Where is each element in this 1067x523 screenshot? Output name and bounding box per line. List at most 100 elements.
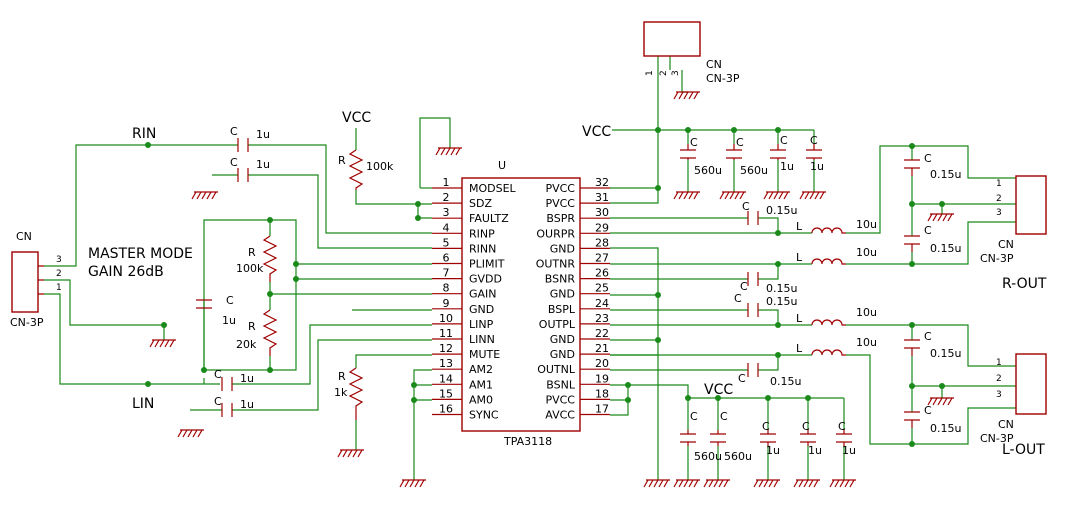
l2-value: 10u <box>856 246 877 259</box>
c-top1-ref: C <box>690 136 698 149</box>
cap-lin-value: 1u <box>240 372 254 385</box>
ground-symbols <box>149 91 954 488</box>
ic-pin-number: 1 <box>443 176 450 189</box>
l1-value: 10u <box>856 218 877 231</box>
ic-pin-name: SYNC <box>469 409 499 422</box>
cap-linn-value: 1u <box>240 398 254 411</box>
ic-body <box>461 177 581 432</box>
ground-icon <box>799 191 826 200</box>
ground-icon <box>673 91 700 100</box>
input-pin-2: 2 <box>56 269 62 279</box>
l4-value: 10u <box>856 336 877 349</box>
inductors <box>811 227 846 356</box>
l-out-connector <box>1015 353 1047 415</box>
ic-pin-name: AM2 <box>469 363 493 376</box>
mode-label-1: MASTER MODE <box>88 246 193 262</box>
ic-pin-number: 10 <box>439 312 453 325</box>
ic-pin-number: 28 <box>595 236 609 249</box>
ground-icon <box>673 191 700 200</box>
lout-type: CN-3P <box>980 432 1014 445</box>
lout-pin-3: 3 <box>996 390 1002 400</box>
ic-pin-name: GND <box>550 348 575 361</box>
ic-pin-number: 12 <box>439 342 453 355</box>
ic-pin-name: AM0 <box>469 393 493 406</box>
lout-ref: CN <box>998 418 1014 431</box>
cap-rin-value: 1u <box>256 128 270 141</box>
ic-pin-number: 31 <box>595 191 609 204</box>
input-pin-1: 1 <box>56 283 62 293</box>
ic-pin-number: 7 <box>443 267 450 280</box>
ic-pin-name: PLIMIT <box>469 258 505 271</box>
ground-icon <box>753 479 780 488</box>
ground-icon <box>829 479 856 488</box>
resistors <box>262 149 364 420</box>
cap-linn-ref: C <box>214 395 222 408</box>
power-connector <box>643 21 701 57</box>
ic-pin-number: 32 <box>595 176 609 189</box>
ic-pin-name: RINP <box>469 227 495 240</box>
ic-pin-name: PVCC <box>545 182 575 195</box>
ic-pin-number: 25 <box>595 282 609 295</box>
ic-pin-name: BSNL <box>546 378 576 391</box>
ic-pin-name: FAULTZ <box>469 212 509 225</box>
cf2-value: 0.15u <box>930 242 961 255</box>
lin-label: LIN <box>132 396 154 412</box>
c-bot1-value: 560u <box>694 450 722 463</box>
ic-pin-name: BSPR <box>546 212 575 225</box>
input-capacitors <box>196 138 249 417</box>
ground-icon <box>337 449 364 458</box>
ic-pin-name: GND <box>550 333 575 346</box>
ic-pin-name: GND <box>550 242 575 255</box>
rout-ref: CN <box>998 238 1014 251</box>
output-wiring <box>610 56 1016 480</box>
rout-pin-1: 1 <box>996 179 1002 189</box>
c-bot3-ref: C <box>762 420 770 433</box>
cf3-value: 0.15u <box>930 347 961 360</box>
pwr-pin-3: 3 <box>671 70 681 76</box>
ground-icon <box>927 397 954 406</box>
ic-pin-number: 6 <box>443 252 450 265</box>
pwr-ref: CN <box>706 58 722 71</box>
cf3-ref: C <box>924 330 932 343</box>
r-20k-ref: R <box>248 320 256 333</box>
l3-value: 10u <box>856 306 877 319</box>
cap-rinn-ref: C <box>230 156 238 169</box>
input-pin-3: 3 <box>56 255 62 265</box>
ic-pin-name: AM1 <box>469 378 493 391</box>
ic-pin-number: 15 <box>439 387 453 400</box>
input-wiring <box>44 117 451 480</box>
vcc-label-bottom: VCC <box>704 382 733 398</box>
right-pin-stubs <box>580 187 610 416</box>
rout-pin-2: 2 <box>996 194 1002 204</box>
c-top2-value: 560u <box>740 164 768 177</box>
vcc-label-top: VCC <box>342 110 371 126</box>
ic-pin-number: 26 <box>595 267 609 280</box>
pwr-type: CN-3P <box>706 72 740 85</box>
input-connector-ref: CN <box>16 230 32 243</box>
c-bot5-ref: C <box>838 420 846 433</box>
l3-ref: L <box>796 312 803 325</box>
ground-icon <box>149 339 176 348</box>
rin-label: RIN <box>132 126 156 142</box>
c-bot5-value: 1u <box>842 444 856 457</box>
cap-gvdd-ref: C <box>226 294 234 307</box>
ic-pin-number: 5 <box>443 236 450 249</box>
ic-pin-number: 9 <box>443 297 450 310</box>
l4-ref: L <box>796 342 803 355</box>
r-100k-value: 100k <box>236 262 264 275</box>
c-top1-value: 560u <box>694 164 722 177</box>
cbs4-value: 0.15u <box>770 375 801 388</box>
ic-pin-name: RINN <box>469 242 496 255</box>
c-top3-value: 1u <box>780 160 794 173</box>
ic-pin-name: AVCC <box>545 409 575 422</box>
ic-pin-name: BSNR <box>545 273 576 286</box>
ic-pin-number: 29 <box>595 221 609 234</box>
cf4-value: 0.15u <box>930 422 961 435</box>
cbs1-value: 0.15u <box>766 204 797 217</box>
ic-pin-number: 14 <box>439 372 453 385</box>
cf2-ref: C <box>924 224 932 237</box>
ic-pin-number: 27 <box>595 252 609 265</box>
